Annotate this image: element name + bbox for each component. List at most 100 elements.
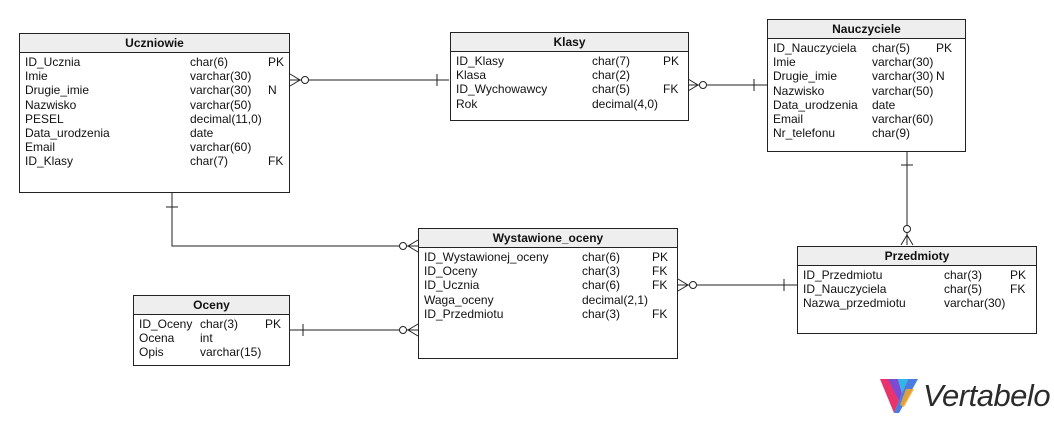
rel-klasy-nauczyciele-circle	[699, 81, 707, 89]
column-name: Opis	[139, 345, 164, 360]
column-row[interactable]: Email varchar(60)	[773, 112, 960, 126]
column-key: PK	[652, 250, 669, 264]
column-name: Imie	[773, 55, 796, 70]
column-type: decimal(4,0)	[592, 96, 659, 111]
column-type: date	[190, 125, 214, 140]
column-key: FK	[663, 82, 679, 97]
column-type: char(5)	[592, 82, 631, 97]
column-name: ID_Oceny	[139, 317, 193, 331]
column-name: ID_Klasy	[456, 54, 505, 68]
column-type: char(3)	[582, 264, 621, 279]
rel-uczniowie-klasy-crowfoot	[289, 73, 301, 87]
rel-przedmioty-wystawione-crowfoot	[677, 278, 689, 292]
column-type: varchar(15)	[200, 345, 262, 360]
rel-uczniowie-wystawione-crowfoot	[407, 239, 419, 253]
column-name: Drugie_imie	[25, 83, 90, 98]
table-title: Wystawione_oceny	[419, 229, 677, 248]
column-name: Nr_telefonu	[773, 126, 836, 141]
column-key: FK	[652, 306, 668, 321]
column-name: Waga_oceny	[424, 292, 494, 307]
rel-klasy-nauczyciele-crowfoot	[687, 78, 699, 92]
column-row[interactable]: Drugie_imie varchar(30) N	[25, 83, 284, 97]
column-key: N	[936, 69, 945, 84]
column-key: PK	[265, 317, 282, 331]
column-type: varchar(60)	[872, 111, 934, 126]
column-name: Email	[773, 111, 804, 126]
column-type: char(3)	[944, 268, 983, 282]
column-row[interactable]: Klasa char(2)	[456, 68, 683, 82]
column-type: varchar(30)	[872, 69, 934, 84]
column-row[interactable]: Opis varchar(15)	[139, 345, 284, 359]
column-type: varchar(60)	[190, 140, 252, 155]
column-key: N	[268, 83, 277, 98]
rel-przedmioty-wystawione-circle	[689, 281, 697, 289]
rel-uczniowie-klasy-circle	[301, 76, 309, 84]
column-key: FK	[652, 278, 668, 293]
column-type: char(5)	[872, 41, 911, 55]
column-type: char(6)	[582, 250, 621, 264]
column-name: Imie	[25, 69, 48, 84]
column-name: ID_Ucznia	[424, 278, 480, 293]
column-name: ID_Klasy	[25, 154, 74, 169]
rel-oceny-wystawione-circle	[399, 326, 407, 334]
column-row[interactable]: ID_Wystawionej_oceny char(6) PK	[424, 250, 672, 264]
table-title: Klasy	[451, 33, 688, 52]
column-type: varchar(50)	[872, 83, 934, 98]
column-type: date	[872, 97, 896, 112]
column-name: Ocena	[139, 331, 175, 346]
column-key: FK	[652, 264, 668, 279]
rel-nauczyciele-przedmioty-crowfoot	[900, 234, 914, 246]
column-type: char(6)	[190, 55, 229, 69]
column-name: ID_Wystawionej_oceny	[424, 250, 549, 264]
table-title: Przedmioty	[798, 247, 1036, 266]
column-key: PK	[1010, 268, 1027, 282]
column-row[interactable]: Ocena int	[139, 331, 284, 345]
column-type: char(7)	[190, 154, 229, 169]
vertabelo-logo: Vertabelo	[878, 375, 1051, 419]
rel-uczniowie-wystawione-circle	[399, 242, 407, 250]
column-name: Klasa	[456, 68, 487, 83]
rel-nauczyciele-przedmioty-circle	[903, 225, 911, 233]
table-title: Oceny	[134, 296, 289, 315]
column-type: varchar(30)	[190, 83, 252, 98]
column-type: char(2)	[592, 68, 631, 83]
column-type: int	[200, 331, 213, 346]
column-key: PK	[268, 55, 285, 69]
